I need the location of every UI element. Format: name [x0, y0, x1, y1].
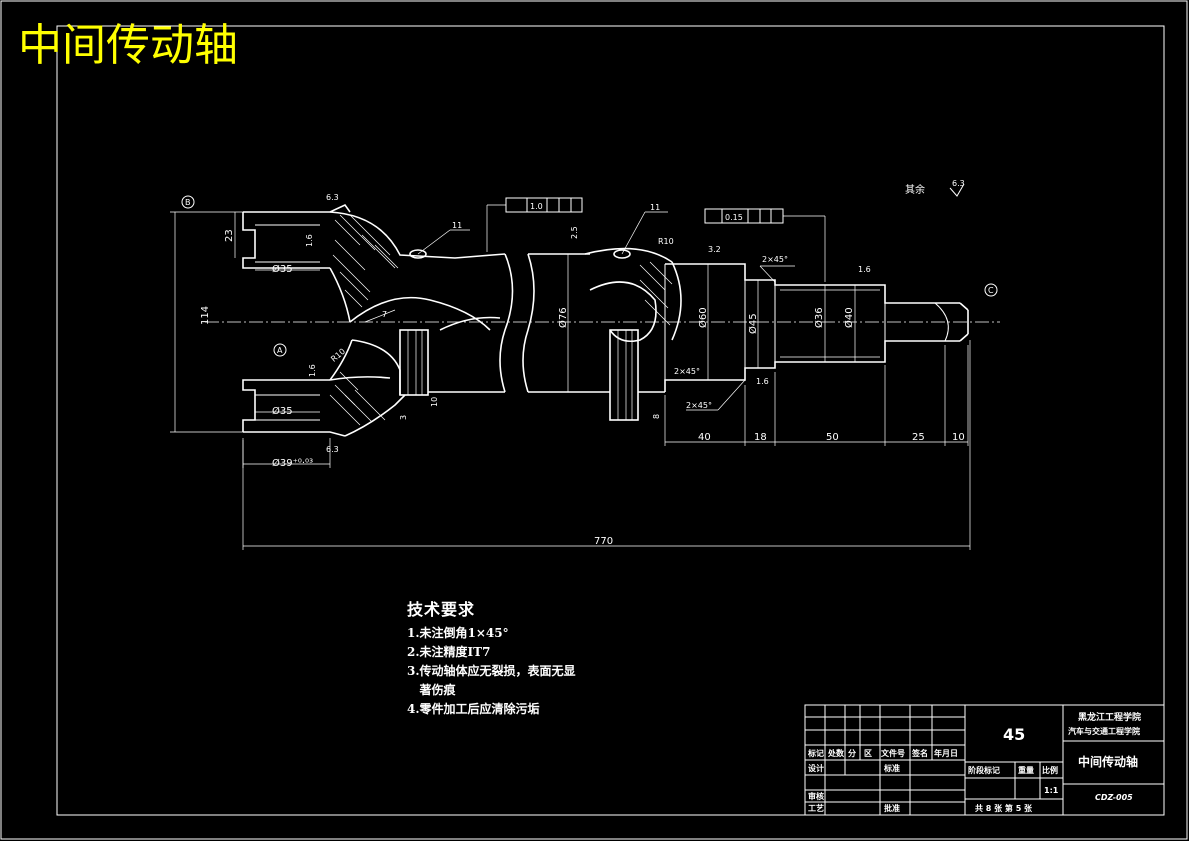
title-block: 45 黑龙江工程学院 汽车与交通工程学院 中间传动轴 CDZ-005 1:1 阶…: [804, 704, 1165, 816]
tb-stage: 阶段标记: [968, 765, 1000, 775]
tb-h-file: 文件号: [881, 748, 905, 758]
rough-1-6-d: 1.6: [308, 364, 317, 377]
dim-2-5: 2.5: [570, 226, 579, 239]
len-10: 10: [952, 432, 965, 443]
tb-scale: 1:1: [1044, 786, 1059, 795]
chamfer-2x45-b: 2×45°: [674, 367, 700, 376]
dim-r10-a: R10: [329, 347, 347, 364]
datum-b: B: [185, 198, 191, 207]
rough-6-3-a: 6.3: [326, 193, 339, 202]
note-1: 1.未注倒角1×45°: [407, 626, 509, 640]
tb-process: 工艺: [808, 803, 824, 813]
dim-36: Ø36: [813, 307, 825, 328]
notes-heading: 技术要求: [407, 600, 476, 619]
dim-770: 770: [594, 536, 613, 547]
dimensions: 770 114 23 1.6 Ø35 Ø35 Ø39⁺⁰·⁰³ 6.3 6.3 …: [170, 179, 998, 550]
yoke-part: [242, 203, 514, 437]
tb-approve: 批准: [884, 803, 900, 813]
datum-a: A: [277, 346, 283, 355]
len-40: 40: [698, 432, 711, 443]
note-4: 4.零件加工后应清除污垢: [407, 702, 540, 716]
dim-23: 23: [224, 229, 235, 242]
rest-value: 6.3: [952, 179, 965, 188]
note-2: 2.未注精度IT7: [407, 645, 491, 659]
inner-frame: [56, 25, 1165, 816]
rough-1-6-b: 1.6: [858, 265, 871, 274]
datum-c: C: [988, 286, 994, 295]
len-50: 50: [826, 432, 839, 443]
tb-weight: 重量: [1018, 765, 1034, 775]
dim-8: 8: [652, 414, 661, 419]
tb-sheets: 共 8 张 第 5 张: [975, 803, 1033, 813]
dim-60: Ø60: [697, 307, 709, 328]
dim-114: 114: [200, 306, 211, 325]
tb-standard: 标准: [883, 763, 900, 773]
tb-h-mark: 标记: [807, 748, 824, 758]
tb-scale-label: 比例: [1042, 765, 1058, 775]
tb-h-count: 处数: [827, 748, 845, 758]
tb-h-div: 分: [848, 748, 856, 758]
dim-39: Ø39⁺⁰·⁰³: [272, 457, 313, 469]
tb-h-zone: 区: [864, 749, 872, 758]
chamfer-2x45-c: 2×45°: [686, 401, 712, 410]
chamfer-2x45-a: 2×45°: [762, 255, 788, 264]
rest-label: 其余: [905, 183, 925, 196]
shaft-body: [522, 247, 969, 421]
tb-drawing-no: CDZ-005: [1095, 793, 1133, 802]
dim-40: Ø40: [843, 307, 855, 328]
drawing-title: 中间传动轴: [18, 20, 238, 71]
tb-material: 45: [1003, 725, 1025, 744]
note-3-cont: 著伤痕: [407, 683, 456, 697]
dim-r10-b: R10: [658, 237, 674, 246]
tb-design: 设计: [808, 763, 824, 773]
tb-h-date: 年月日: [934, 748, 958, 758]
tb-review: 审核: [808, 791, 824, 801]
technical-notes: 技术要求 1.未注倒角1×45° 2.未注精度IT7 3.传动轴体应无裂损，表面…: [407, 596, 576, 719]
dim-35-a: Ø35: [272, 263, 293, 275]
tb-h-sign: 签名: [911, 748, 928, 758]
dim-45: Ø45: [747, 313, 759, 334]
len-25: 25: [912, 432, 925, 443]
runout-1-0: 1.0: [530, 202, 543, 211]
tb-school-2: 汽车与交通工程学院: [1068, 726, 1140, 736]
tb-part-name: 中间传动轴: [1078, 754, 1138, 769]
len-18: 18: [754, 432, 767, 443]
dim-35-b: Ø35: [272, 405, 293, 417]
runout-0-15: 0.15: [725, 213, 743, 222]
dim-1-6-a: 1.6: [305, 234, 314, 247]
rough-1-6-c: 1.6: [756, 377, 769, 386]
weld-2: 11: [650, 203, 660, 212]
weld-1: 11: [452, 221, 462, 230]
dim-3: 3: [399, 415, 408, 420]
dim-10-a: 10: [430, 397, 439, 407]
dim-76: Ø76: [557, 307, 569, 328]
tb-school-1: 黑龙江工程学院: [1078, 711, 1141, 723]
rough-3-2: 3.2: [708, 245, 721, 254]
rough-6-3-b: 6.3: [326, 445, 339, 454]
note-3: 3.传动轴体应无裂损，表面无显: [407, 664, 576, 678]
